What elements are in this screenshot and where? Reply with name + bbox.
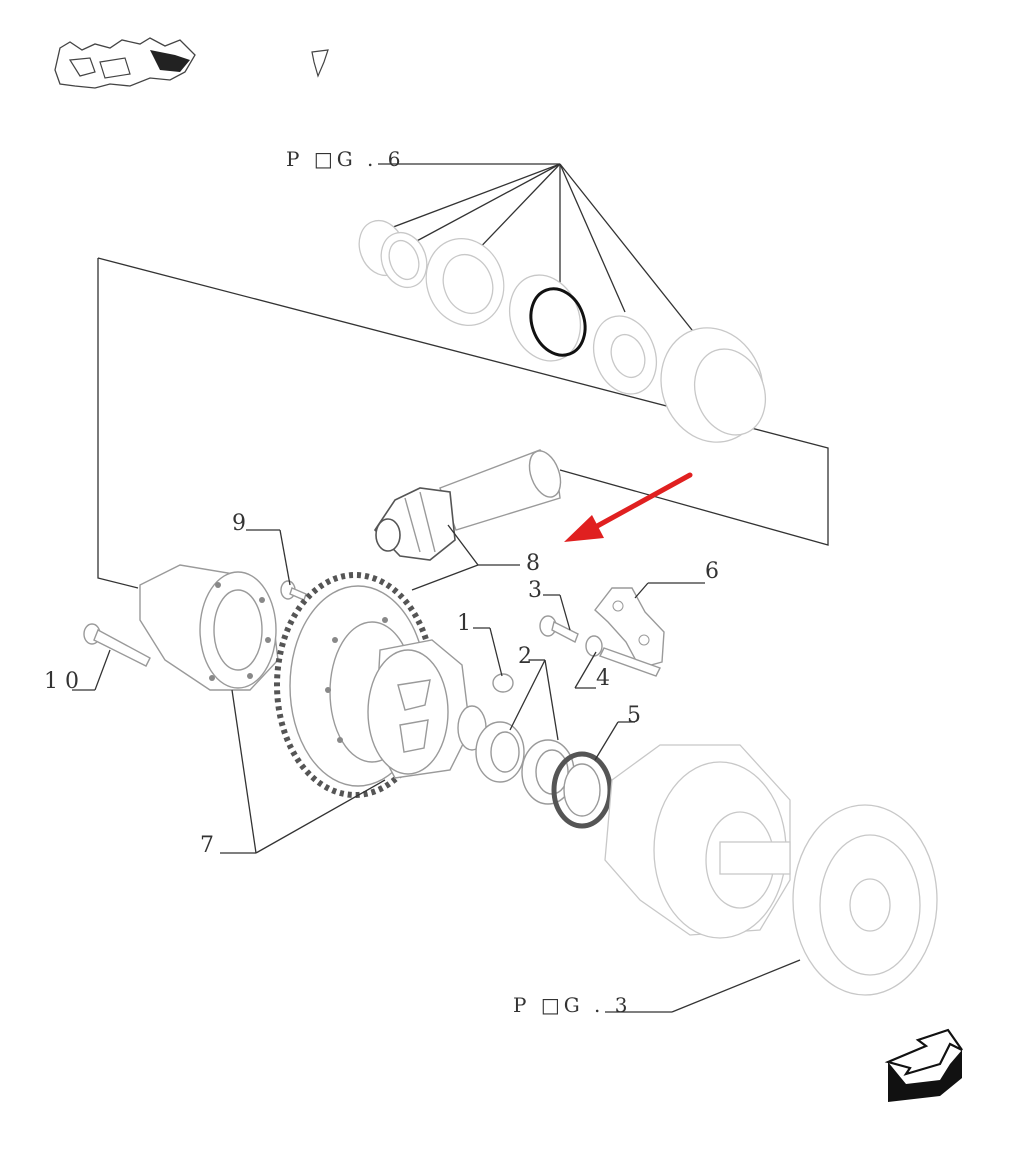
differential-case [367,639,487,779]
bolt-10 [83,623,151,667]
bottom-reference-leader [671,959,801,1013]
bearing-small [475,721,525,783]
differential-cover [139,564,279,691]
assembly-bracket-outline [97,257,829,589]
callout-6[interactable]: 6 [705,559,719,584]
red-pointer-arrow-icon [564,472,693,542]
callout-5[interactable]: 5 [627,703,641,728]
next-page-arrow-icon[interactable] [884,1028,963,1102]
screw-9 [280,580,307,601]
callout-4[interactable]: 4 [596,666,610,691]
washer-4 [585,635,603,657]
bearing-cup-2 [521,739,575,805]
screw-3 [539,615,579,643]
callout-3[interactable]: 3 [528,578,542,603]
top-page-reference[interactable]: P □G . 6 [286,147,404,171]
callout-7[interactable]: 7 [200,833,214,858]
axle-housing [604,744,938,996]
nut-1 [492,673,514,693]
lock-plate-6 [594,587,665,677]
upper-ring-set [358,219,766,443]
adjuster-ring-5 [551,751,613,829]
previous-page-thumbnail[interactable] [54,37,329,89]
callout-9[interactable]: 9 [232,511,246,536]
pinion-shaft [373,449,562,561]
top-reference-leader-lines [379,163,701,341]
callout-8[interactable]: 8 [526,551,540,576]
callout-leader-lines [72,524,705,854]
bottom-page-reference[interactable]: P □G . 3 [513,993,631,1017]
callout-2[interactable]: 2 [518,644,532,669]
callout-10[interactable]: 1 0 [44,669,79,694]
callout-1[interactable]: 1 [457,611,471,636]
